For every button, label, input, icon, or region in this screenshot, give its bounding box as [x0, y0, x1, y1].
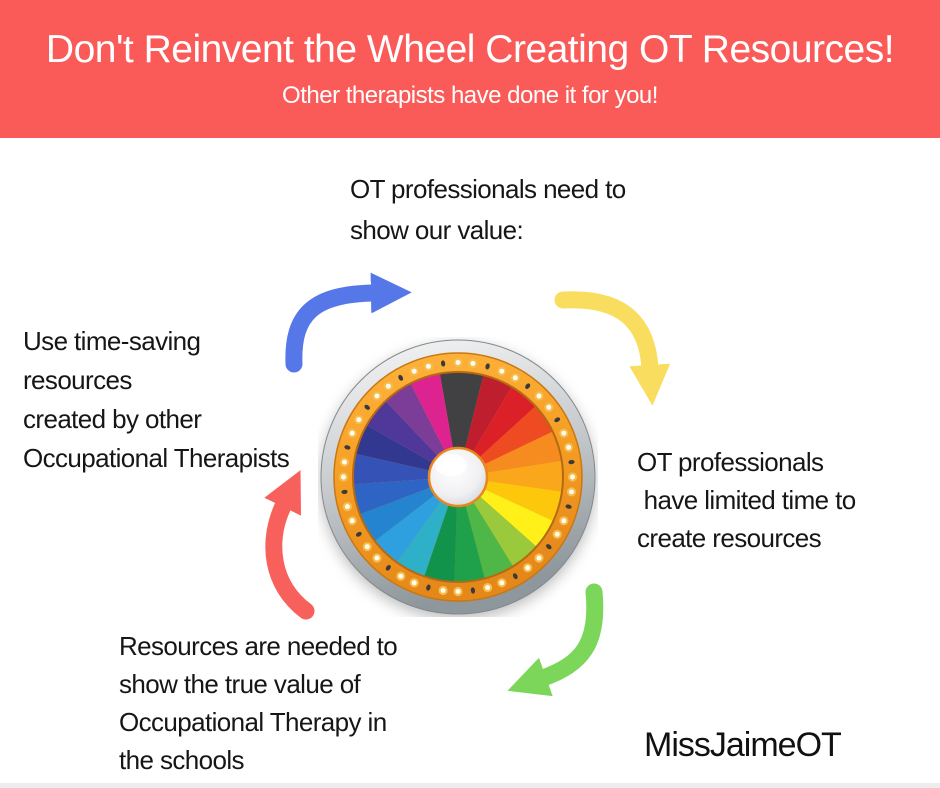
wheel-wedge-border — [352, 371, 564, 583]
note-left-line: Occupational Therapists — [23, 443, 290, 473]
wheel-light-on — [349, 430, 355, 436]
wheel-light-on — [349, 518, 355, 524]
wheel-light-on — [411, 368, 417, 374]
note-right-line: OT professionals — [637, 447, 824, 477]
note-left-line: created by other — [23, 404, 202, 434]
wheel-bulb-off — [398, 374, 404, 381]
wheel-light-on — [356, 417, 362, 423]
wheel-light-on — [398, 573, 404, 579]
wheel-light-on — [455, 589, 461, 594]
wheel-light-on — [485, 585, 491, 591]
wheel-hub-highlight — [435, 454, 467, 476]
note-right: OT professionals have limited time to cr… — [637, 443, 856, 557]
wheel-light-on — [512, 375, 518, 381]
note-right-line: create resources — [637, 523, 822, 553]
wheel-bulb-off — [470, 587, 476, 594]
wheel-light-on — [536, 555, 542, 561]
curved-arrow-red-icon — [264, 470, 315, 620]
wheel-bulb-off — [525, 383, 531, 389]
note-left: Use time-saving resources created by oth… — [23, 322, 290, 478]
note-top-line: show our value: — [350, 215, 524, 245]
wheel-bulb-off — [485, 363, 490, 370]
wheel-bulb-off — [546, 544, 552, 550]
wheel-light-on — [341, 474, 346, 480]
wheel-bulb-off — [341, 489, 348, 495]
bottom-border-strip — [0, 783, 940, 788]
wheel-bulb-off — [385, 565, 391, 571]
wheel-light-on — [561, 518, 567, 524]
note-right-line: have limited time to — [637, 485, 857, 515]
header-banner: Don't Reinvent the Wheel Creating OT Res… — [0, 0, 940, 138]
note-bottom-line: Occupational Therapy in — [119, 707, 387, 737]
page-title: Don't Reinvent the Wheel Creating OT Res… — [45, 28, 895, 71]
brand-signature: MissJaimeOT — [644, 726, 842, 764]
wheel-bulb-off — [565, 504, 572, 509]
wheel-light-on — [364, 544, 370, 550]
prize-wheel-icon — [320, 339, 596, 615]
wheel-bulb-off — [512, 573, 518, 580]
wheel-bulb-off — [364, 404, 370, 410]
note-top-line: OT professionals need to — [350, 174, 626, 204]
wheel-bulb-off — [426, 584, 431, 591]
wheel-light-on — [344, 504, 350, 510]
wheel-light-on — [499, 368, 505, 374]
wheel-light-on — [425, 363, 431, 369]
wheel-light-on — [546, 404, 552, 410]
wheel-light-on — [536, 393, 542, 399]
wheel-wedge — [439, 371, 484, 477]
wheel-light-on — [566, 444, 572, 450]
wheel-light-on — [411, 580, 417, 586]
wheel-light-on — [569, 489, 574, 495]
wheel-light-on — [374, 555, 380, 561]
wheel-light-on — [525, 565, 531, 571]
wheel-light-on — [455, 360, 461, 365]
note-bottom: Resources are needed to show the true va… — [119, 627, 398, 779]
wheel-light-on — [570, 474, 575, 480]
wheel-light-on — [561, 430, 567, 436]
wheel-wedge — [458, 460, 564, 492]
note-left-line: Use time-saving — [23, 326, 201, 356]
note-left-line: resources — [23, 365, 132, 395]
wheel-light-on — [374, 393, 380, 399]
wheel-light-on — [440, 588, 446, 593]
note-bottom-line: Resources are needed to — [119, 631, 398, 661]
wheel-bulb-off — [554, 417, 561, 423]
wheel-light-on — [499, 580, 505, 586]
wheel-light-on — [385, 383, 391, 389]
wheel-bulb-off — [568, 459, 575, 465]
note-bottom-line: show the true value of — [119, 669, 361, 699]
note-top: OT professionals need to show our value: — [350, 169, 626, 251]
wheel-bulb-off — [344, 445, 351, 450]
wheel-light-on — [554, 531, 560, 537]
page-subtitle: Other therapists have done it for you! — [282, 82, 658, 109]
wheel-bulb-off — [355, 531, 362, 537]
wheel-lights — [338, 357, 578, 597]
note-bottom-line: the schools — [119, 745, 245, 775]
wheel-light-on — [342, 459, 347, 465]
wheel-light-on — [470, 361, 476, 366]
wheel-bulb-off — [440, 360, 446, 367]
